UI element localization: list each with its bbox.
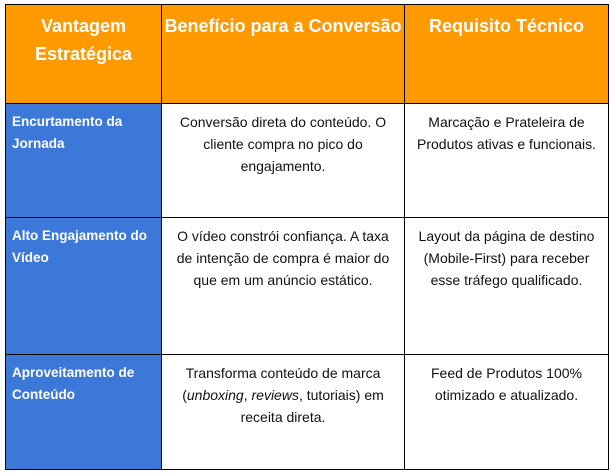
header-requirement: Requisito Técnico [404, 4, 609, 104]
table-row: Encurtamento da Jornada Conversão direta… [5, 103, 609, 218]
requirement-cell: Marcação e Prateleira de Produtos ativas… [404, 103, 609, 218]
table-row: Aproveitamento de Conteúdo Transforma co… [5, 354, 609, 470]
benefit-text: , [243, 387, 252, 403]
header-advantage: Vantagem Estratégica [5, 4, 162, 104]
benefit-text: Transforma conteúdo de marca ( [182, 365, 381, 403]
benefit-text: , tutoriais) em receita direta. [240, 387, 384, 425]
table-row: Alto Engajamento do Vídeo O vídeo constr… [5, 217, 609, 355]
requirement-cell: Layout da página de destino (Mobile-Firs… [404, 217, 609, 355]
advantage-cell: Encurtamento da Jornada [5, 103, 162, 218]
benefit-cell: O vídeo constrói confiança. A taxa de in… [161, 217, 405, 355]
requirement-cell: Feed de Produtos 100% otimizado e atuali… [404, 354, 609, 470]
header-row: Vantagem Estratégica Benefício para a Co… [5, 4, 609, 104]
benefit-cell: Transforma conteúdo de marca (unboxing, … [161, 354, 405, 470]
comparison-table: Vantagem Estratégica Benefício para a Co… [5, 4, 609, 470]
benefit-italic-term: unboxing [186, 387, 244, 403]
advantage-cell: Aproveitamento de Conteúdo [5, 354, 162, 470]
benefit-cell: Conversão direta do conteúdo. O cliente … [161, 103, 405, 218]
advantage-cell: Alto Engajamento do Vídeo [5, 217, 162, 355]
benefit-italic-term: reviews [251, 387, 299, 403]
header-benefit: Benefício para a Conversão [161, 4, 405, 104]
